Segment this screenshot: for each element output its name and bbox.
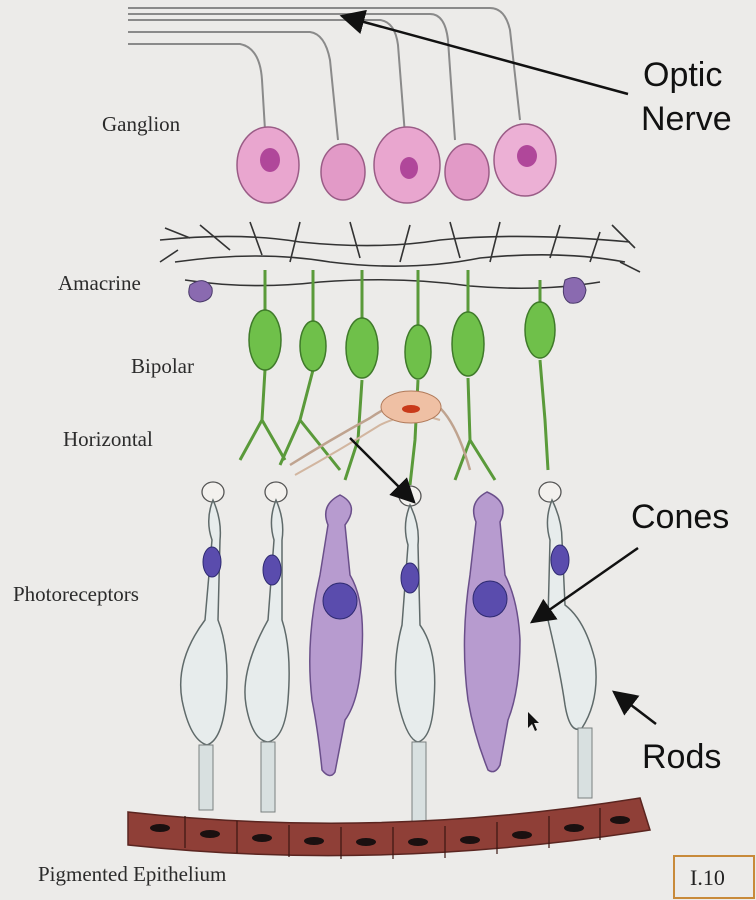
synaptic-terminals xyxy=(201,481,562,507)
label-ganglion: Ganglion xyxy=(102,112,181,136)
plate-number: I.10 xyxy=(690,865,725,890)
inner-plexiform-branches xyxy=(159,221,641,290)
mouse-pointer-icon xyxy=(528,712,539,731)
label-pigmented-epithelium: Pigmented Epithelium xyxy=(38,862,226,886)
label-cones: Cones xyxy=(631,498,729,536)
amacrine-cells xyxy=(188,277,587,304)
label-bipolar: Bipolar xyxy=(131,354,194,378)
cone-nuclei xyxy=(322,580,508,620)
bipolar-somata xyxy=(248,301,556,380)
rod-nuclei xyxy=(202,544,570,594)
rods xyxy=(179,498,597,825)
optic-nerve-fibers xyxy=(128,7,521,141)
ganglion-cells xyxy=(236,123,557,204)
label-amacrine: Amacrine xyxy=(58,271,141,295)
horizontal-cell xyxy=(289,390,472,476)
bipolar-cells xyxy=(238,270,550,486)
label-rods: Rods xyxy=(642,738,721,776)
annotation-arrows xyxy=(339,9,657,725)
cones xyxy=(309,491,521,777)
plate-number-box xyxy=(673,855,755,899)
pigmented-epithelium xyxy=(127,797,651,859)
cones-arrow xyxy=(529,546,639,624)
label-horizontal: Horizontal xyxy=(63,427,153,451)
label-optic-nerve-line2: Nerve xyxy=(641,100,732,138)
label-photoreceptors: Photoreceptors xyxy=(13,582,139,606)
label-optic-nerve-line1: Optic xyxy=(643,56,722,94)
rods-arrow xyxy=(612,690,657,725)
optic-nerve-arrow xyxy=(339,9,629,96)
internal-arrow xyxy=(349,437,416,504)
